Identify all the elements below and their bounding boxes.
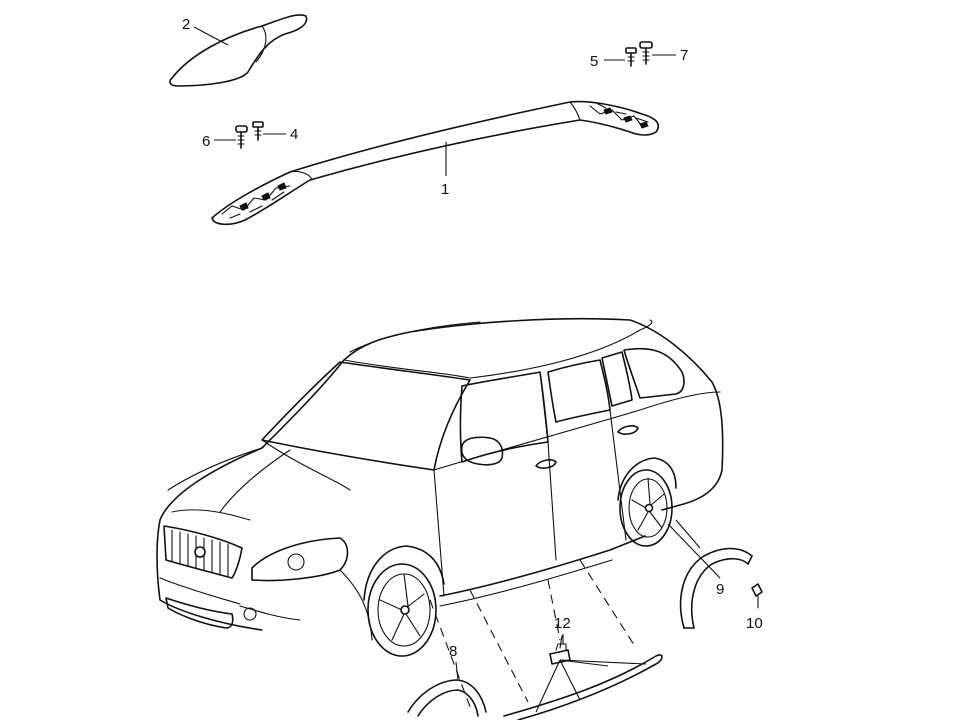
clip-12-icon <box>549 635 571 665</box>
svg-text:7: 7 <box>680 47 688 64</box>
screw-7-icon <box>639 41 653 65</box>
svg-text:1: 1 <box>441 181 449 198</box>
svg-text:9: 9 <box>716 581 724 598</box>
screw-4-icon <box>252 121 264 141</box>
callout-7: 7 <box>652 47 688 64</box>
screw-5-icon <box>625 47 637 67</box>
clip-10-icon <box>751 583 763 609</box>
car-body <box>156 317 724 641</box>
svg-text:4: 4 <box>290 126 298 143</box>
front-wheel-arch-trim <box>407 679 487 717</box>
svg-text:2: 2 <box>182 16 190 33</box>
svg-text:10: 10 <box>746 615 763 632</box>
rail-cover-part <box>169 14 308 87</box>
svg-text:8: 8 <box>449 643 457 660</box>
callout-1: 1 <box>441 142 449 198</box>
svg-text:6: 6 <box>202 133 210 150</box>
callout-4: 4 <box>263 126 298 143</box>
svg-text:12: 12 <box>554 615 571 632</box>
rear-wheel-arch-trim <box>679 547 753 629</box>
assembly-leaders <box>429 519 701 713</box>
callout-6: 6 <box>202 133 236 150</box>
callout-9: 9 <box>667 523 724 598</box>
svg-text:5: 5 <box>590 53 598 70</box>
callout-12: 12 <box>554 615 571 644</box>
callout-5: 5 <box>590 53 625 70</box>
front-wheel <box>363 545 445 657</box>
rear-wheel <box>617 457 677 547</box>
screw-6-icon <box>235 125 248 149</box>
callout-10: 10 <box>746 615 763 632</box>
callout-2: 2 <box>182 16 229 46</box>
roof-rail-part <box>211 100 660 226</box>
side-sill-strip <box>503 654 663 720</box>
